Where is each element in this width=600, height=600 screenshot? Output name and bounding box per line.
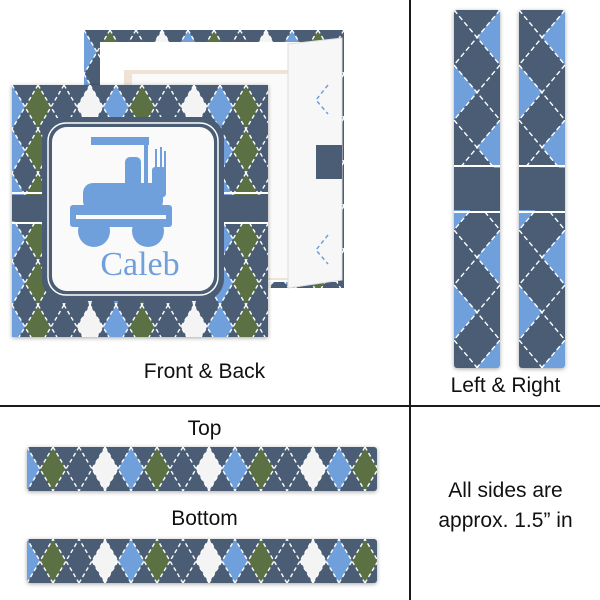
horizontal-divider bbox=[0, 405, 600, 407]
bottom-label: Bottom bbox=[171, 507, 238, 530]
front-back-panel: Caleb Front & Back bbox=[0, 0, 409, 405]
left-right-panel: Left & Right bbox=[411, 0, 600, 405]
vertical-divider bbox=[409, 0, 411, 600]
size-note-line2: approx. 1.5” in bbox=[438, 509, 573, 532]
right-side-strip bbox=[519, 10, 565, 368]
size-note-panel: All sides are approx. 1.5” in bbox=[411, 407, 600, 600]
top-bottom-panel: Top Bottom bbox=[0, 407, 409, 600]
size-note-line1: All sides are bbox=[448, 479, 563, 502]
monogram-name: Caleb bbox=[100, 246, 180, 283]
canvas-front-image bbox=[12, 85, 268, 337]
top-label: Top bbox=[187, 417, 222, 440]
golf-cart-icon bbox=[70, 137, 172, 247]
top-side-strip bbox=[27, 447, 377, 491]
bottom-side-strip bbox=[27, 539, 377, 583]
front-back-label: Front & Back bbox=[143, 360, 266, 383]
left-right-label: Left & Right bbox=[450, 374, 561, 397]
left-side-strip bbox=[454, 10, 500, 368]
